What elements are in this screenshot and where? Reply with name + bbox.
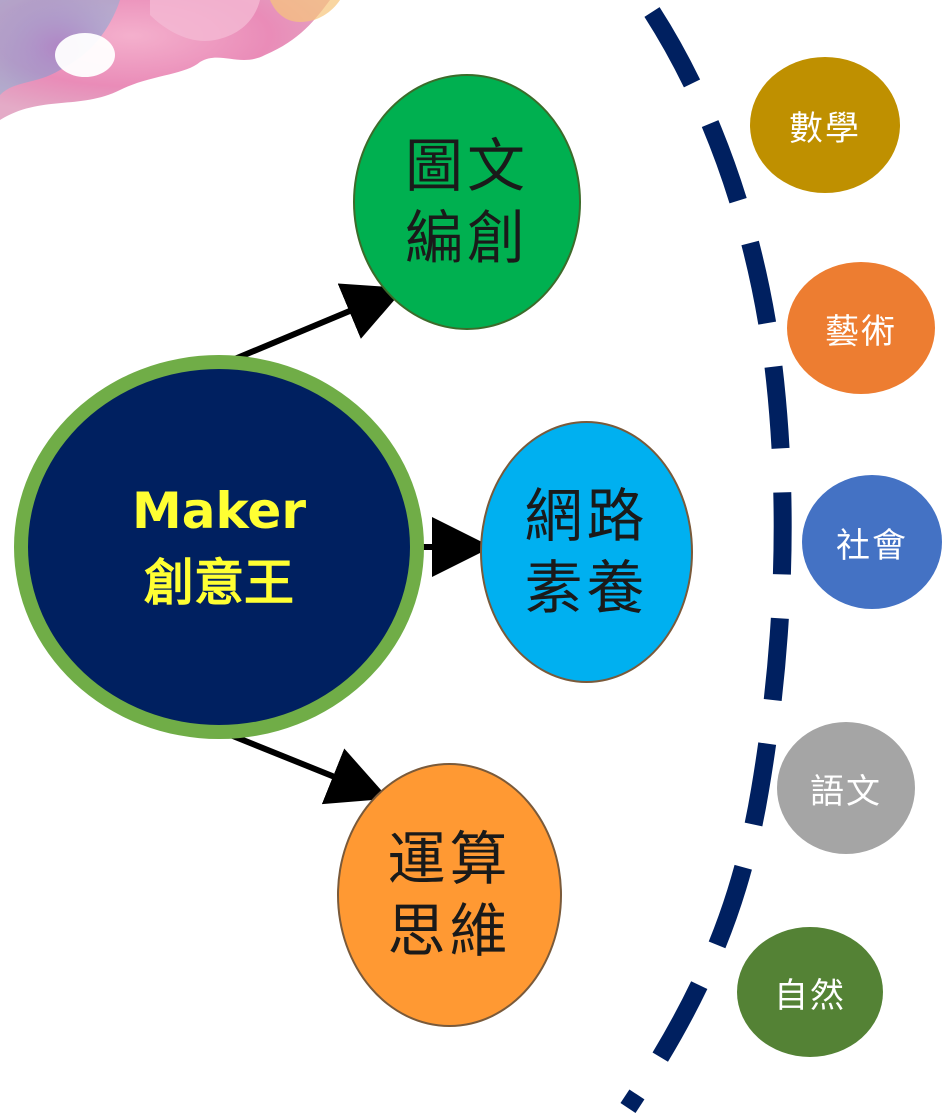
subject-nature: 自然 — [737, 927, 883, 1057]
arrow-to-yunsuan — [216, 727, 389, 805]
watercolor-decoration — [0, 0, 340, 120]
node-yunsuan: 運算 思維 — [337, 763, 562, 1027]
node-yunsuan-label: 運算 思維 — [387, 825, 512, 965]
center-label-line1: Maker — [132, 482, 306, 540]
dashed-divider — [620, 7, 792, 1113]
center-label-line2: 創意王 — [143, 554, 294, 612]
arrow-to-tuwen — [216, 283, 405, 369]
center-node: Maker 創意王 — [14, 355, 424, 739]
subject-math-label: 數學 — [789, 108, 861, 149]
subject-language-label: 語文 — [810, 771, 882, 812]
subject-nature-label: 自然 — [774, 975, 846, 1016]
subject-art: 藝術 — [787, 262, 935, 394]
subject-social: 社會 — [802, 475, 942, 609]
subject-art-label: 藝術 — [825, 311, 897, 352]
subject-language: 語文 — [777, 722, 915, 854]
node-wanglu: 網路 素養 — [480, 421, 693, 683]
node-tuwen-label: 圖文 編創 — [404, 132, 529, 272]
node-tuwen: 圖文 編創 — [353, 74, 581, 330]
node-wanglu-label: 網路 素養 — [524, 482, 649, 622]
subject-math: 數學 — [750, 57, 900, 193]
subject-social-label: 社會 — [836, 525, 908, 566]
